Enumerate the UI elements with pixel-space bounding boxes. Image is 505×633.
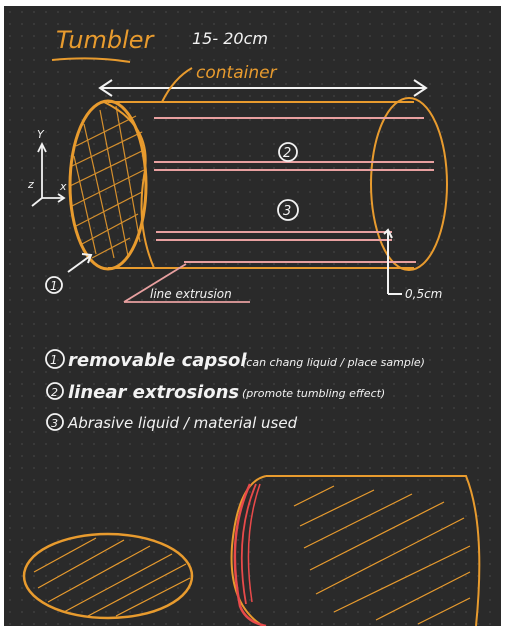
svg-text:removable capsol: removable capsol	[68, 350, 247, 371]
title-underline	[52, 58, 130, 62]
container-pointer	[162, 68, 192, 102]
svg-text:Y: Y	[37, 128, 45, 141]
svg-text:(promote tumbling effect): (promote tumbling effect)	[242, 387, 385, 400]
note-3: 3 Abrasive liquid / material used	[47, 414, 298, 432]
marker-2: 2	[279, 143, 297, 161]
note-1: 1 removable capsol (can chang liquid / p…	[46, 350, 425, 371]
svg-text:Abrasive liquid / material use: Abrasive liquid / material used	[67, 414, 298, 432]
svg-text:linear extrosions: linear extrosions	[68, 382, 239, 403]
gap-label: 0,5cm	[405, 287, 442, 301]
svg-text:2: 2	[283, 146, 291, 161]
line-extrusion-label: line extrusion	[150, 287, 232, 301]
title-text: Tumbler	[56, 26, 156, 54]
marker-3: 3	[278, 200, 298, 220]
svg-text:2: 2	[51, 386, 58, 399]
svg-text:z: z	[27, 178, 34, 191]
note-2: 2 linear extrosions (promote tumbling ef…	[47, 382, 385, 403]
notes-list: 1 removable capsol (can chang liquid / p…	[46, 350, 425, 432]
capsule-end-sketch	[24, 534, 192, 618]
marker-1-arrow	[68, 254, 91, 272]
svg-text:1: 1	[50, 353, 58, 367]
axes-glyph: Y z x	[27, 128, 67, 206]
svg-text:1: 1	[50, 279, 58, 293]
container-label: container	[196, 63, 278, 83]
tumbler-sketch: Tumbler 15- 20cm container	[4, 6, 501, 626]
removable-capsule	[70, 101, 146, 269]
dimension-label: 15- 20cm	[192, 29, 268, 48]
sketch-canvas: Tumbler 15- 20cm container	[4, 6, 501, 626]
linear-extrusions	[154, 118, 434, 262]
svg-text:x: x	[59, 180, 67, 193]
tube-sketch	[232, 476, 480, 626]
svg-text:3: 3	[283, 204, 291, 219]
tumbler-cylinder	[104, 98, 447, 270]
marker-1: 1	[46, 277, 62, 293]
svg-text:3: 3	[51, 417, 58, 430]
svg-text:(can chang liquid / place samp: (can chang liquid / place sample)	[242, 356, 425, 369]
